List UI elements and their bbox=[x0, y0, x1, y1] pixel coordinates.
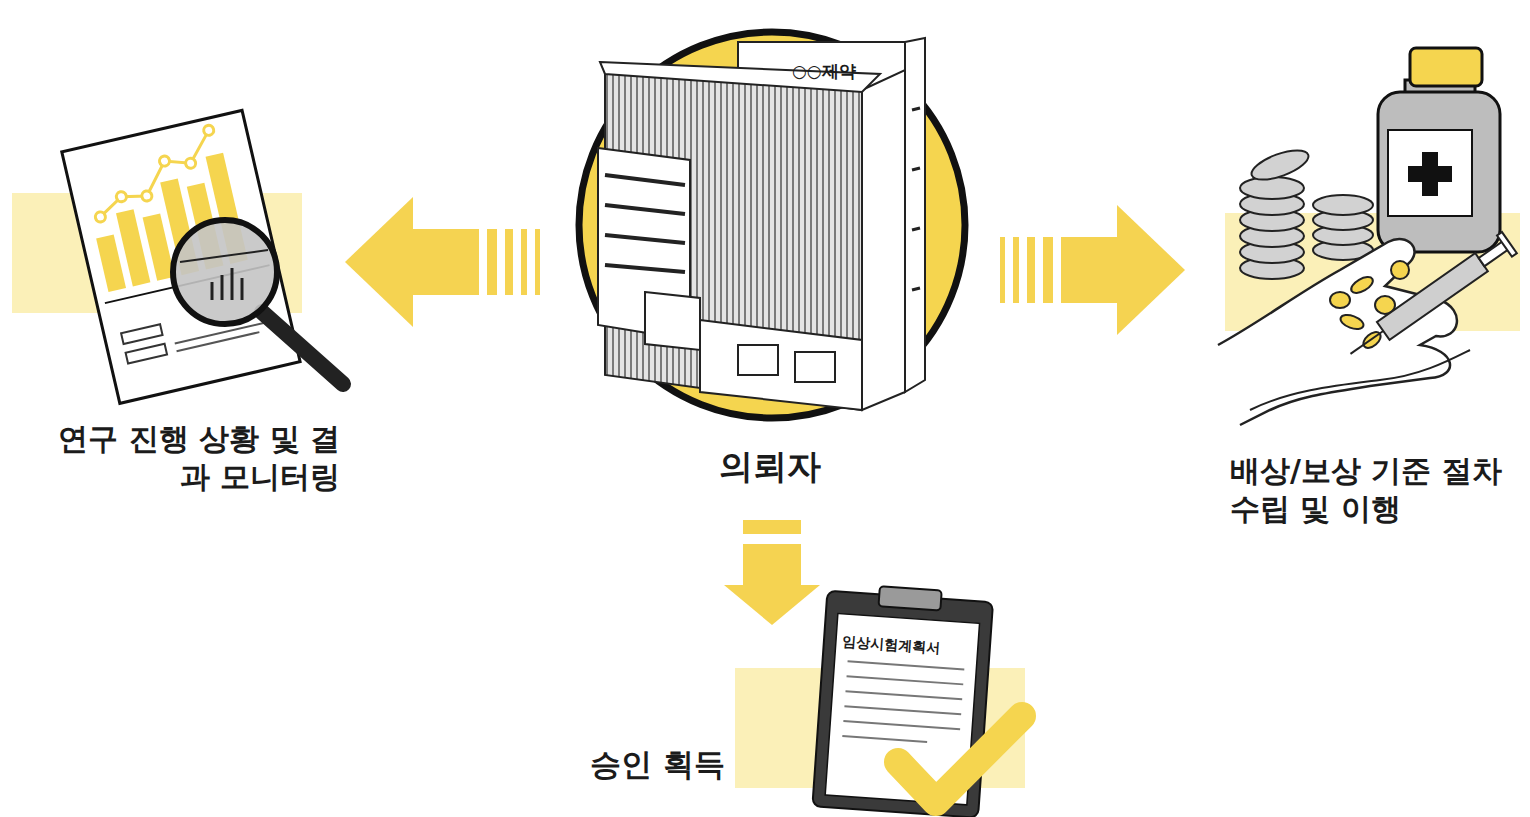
pills bbox=[1330, 261, 1409, 351]
text-line bbox=[844, 706, 961, 714]
bottle-label bbox=[1388, 130, 1472, 216]
trend-point bbox=[115, 191, 127, 203]
trend-point bbox=[158, 155, 170, 167]
window-band bbox=[605, 205, 685, 214]
illustrated-node: 승인 획득 임상시험계획서 bbox=[585, 625, 1030, 817]
side-wall bbox=[905, 38, 925, 392]
arrow-stripe bbox=[505, 229, 513, 295]
lens-line bbox=[180, 250, 268, 262]
arrow-stripe bbox=[487, 229, 497, 295]
arrow-stripe bbox=[1043, 237, 1053, 303]
form-box bbox=[126, 344, 167, 364]
flow-arrow bbox=[1000, 205, 1185, 335]
tower-side bbox=[862, 70, 905, 410]
text-line bbox=[177, 332, 260, 351]
syringe-barrel bbox=[1377, 253, 1488, 340]
arrow-body bbox=[1061, 237, 1118, 303]
arrow-stripe bbox=[743, 520, 801, 534]
cross-symbol bbox=[1408, 152, 1452, 196]
arrow-body bbox=[743, 544, 801, 586]
report-sheet bbox=[62, 110, 300, 403]
check-mark bbox=[898, 716, 1022, 802]
side-window bbox=[912, 228, 920, 230]
compensation-illustration bbox=[1218, 48, 1520, 425]
text-line bbox=[848, 661, 965, 669]
hand bbox=[1218, 239, 1457, 425]
text-line bbox=[842, 736, 927, 742]
pill bbox=[1391, 261, 1409, 279]
pill bbox=[1339, 312, 1366, 331]
text-line bbox=[843, 721, 960, 729]
window-band bbox=[605, 175, 685, 185]
window-band bbox=[605, 265, 685, 272]
podium bbox=[700, 320, 862, 410]
magnifier-handle bbox=[262, 312, 343, 384]
coin bbox=[1313, 195, 1373, 215]
lens-bar bbox=[211, 282, 214, 300]
lens-bar bbox=[241, 278, 244, 300]
clipboard-clip bbox=[878, 586, 941, 610]
syringe-needle bbox=[1350, 331, 1383, 354]
trend-line bbox=[87, 130, 222, 217]
window-band bbox=[605, 235, 685, 243]
text-line bbox=[845, 691, 962, 699]
illustration-label: 임상시험계획서 bbox=[842, 633, 941, 658]
side-window bbox=[912, 108, 920, 110]
illustration-label: ○○제약 bbox=[792, 60, 856, 83]
podium-window bbox=[795, 352, 835, 382]
hand-line bbox=[1250, 350, 1470, 410]
trend-point bbox=[185, 157, 197, 169]
building-illustration bbox=[579, 32, 965, 418]
bottle-cap bbox=[1410, 48, 1482, 86]
arrow-body bbox=[413, 229, 480, 295]
illustrated-node: 연구 진행 상황 및 결과 모니터링 bbox=[10, 105, 345, 500]
trend-point bbox=[141, 190, 153, 202]
arrow-head bbox=[345, 197, 413, 327]
highlight-circle bbox=[579, 32, 965, 418]
magnifier-lens bbox=[173, 220, 277, 324]
arrow-stripe bbox=[1027, 237, 1035, 303]
lens-bar bbox=[231, 268, 234, 300]
node-caption: 승인 획득 bbox=[590, 745, 750, 784]
entrance bbox=[645, 292, 700, 350]
podium-window bbox=[738, 345, 778, 375]
side-window bbox=[912, 168, 920, 170]
illustrated-node: 의뢰자 ○○제약 bbox=[540, 25, 1000, 520]
paper bbox=[62, 110, 300, 403]
node-caption: 의뢰자 bbox=[540, 445, 1000, 488]
flow-arrow bbox=[724, 520, 820, 625]
flow-arrow bbox=[345, 197, 540, 327]
medicine-bottle bbox=[1378, 92, 1500, 252]
syringe bbox=[1343, 232, 1517, 365]
arrow-stripe bbox=[1000, 237, 1005, 303]
coin bbox=[1240, 177, 1304, 199]
approval-illustration bbox=[735, 583, 1025, 817]
pill bbox=[1349, 274, 1376, 296]
node-caption: 연구 진행 상황 및 결과 모니터링 bbox=[40, 420, 340, 495]
arrow-head bbox=[724, 585, 820, 625]
text-line bbox=[847, 676, 964, 684]
report-illustration bbox=[12, 110, 343, 403]
form-box bbox=[121, 324, 162, 344]
illustrated-node: 배상/보상 기준 절차 수립 및 이행 bbox=[1185, 40, 1530, 540]
arrow-stripe bbox=[521, 229, 527, 295]
pill bbox=[1330, 292, 1350, 308]
arrow-head bbox=[1117, 205, 1185, 335]
arrow-stripe bbox=[1013, 237, 1019, 303]
lens-bar bbox=[221, 275, 224, 300]
coin bbox=[1248, 144, 1312, 185]
syringe-grip bbox=[1497, 232, 1517, 257]
trend-point bbox=[203, 124, 215, 136]
side-window bbox=[912, 288, 920, 290]
coin-stack bbox=[1240, 144, 1373, 279]
arrow-stripe bbox=[535, 229, 540, 295]
trend-point bbox=[94, 211, 106, 223]
bar bbox=[96, 234, 126, 292]
node-caption: 배상/보상 기준 절차 수립 및 이행 bbox=[1230, 452, 1530, 527]
